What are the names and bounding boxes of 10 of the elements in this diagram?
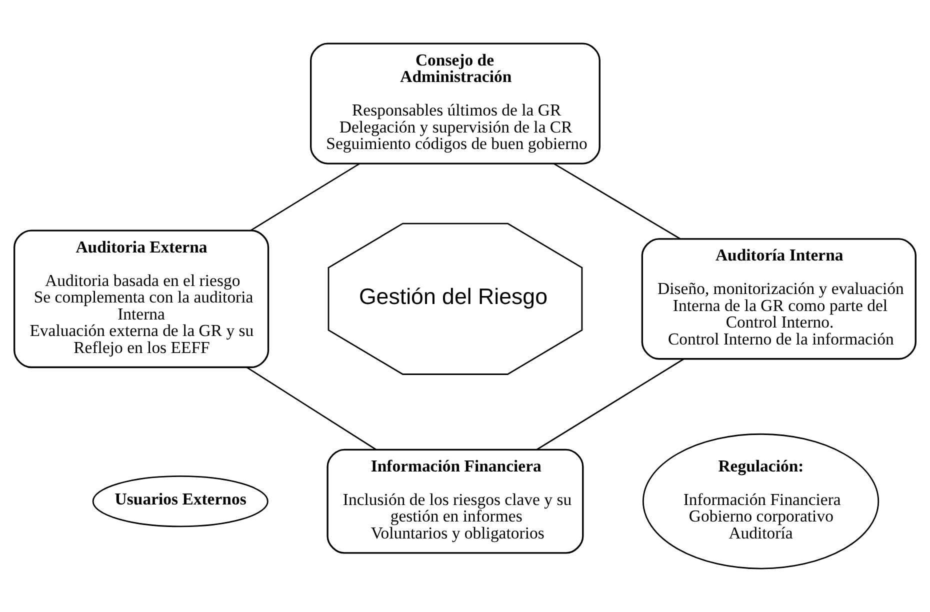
node-ellipse: Usuarios Externos [92, 476, 268, 528]
node-ellipse: Regulación: Información Financiera Gobierno corporativo Auditoría [642, 433, 880, 570]
node-box: Información Financiera Inclusión de los riesgos clave y su gestión en informes Voluntarios y obligatorios [326, 448, 584, 554]
connector [250, 163, 360, 231]
node-box: Consejo de Administración Responsables últimos de la GR Delegación y supervisión de la CR Seguimiento códigos de buen gobierno [310, 42, 600, 164]
connector [536, 358, 684, 450]
connector [554, 163, 680, 240]
node-box: Auditoría Interna Diseño, monitorización y evaluación Interna de la GR como parte del Control Interno. Control Interno de la información [641, 238, 916, 360]
node-box: Auditoria Externa Auditoria basada en el riesgo Se complementa con la auditoria Interna Evaluación externa de la GR y su Reflejo en los EEFF [14, 230, 270, 368]
connector [246, 366, 376, 450]
